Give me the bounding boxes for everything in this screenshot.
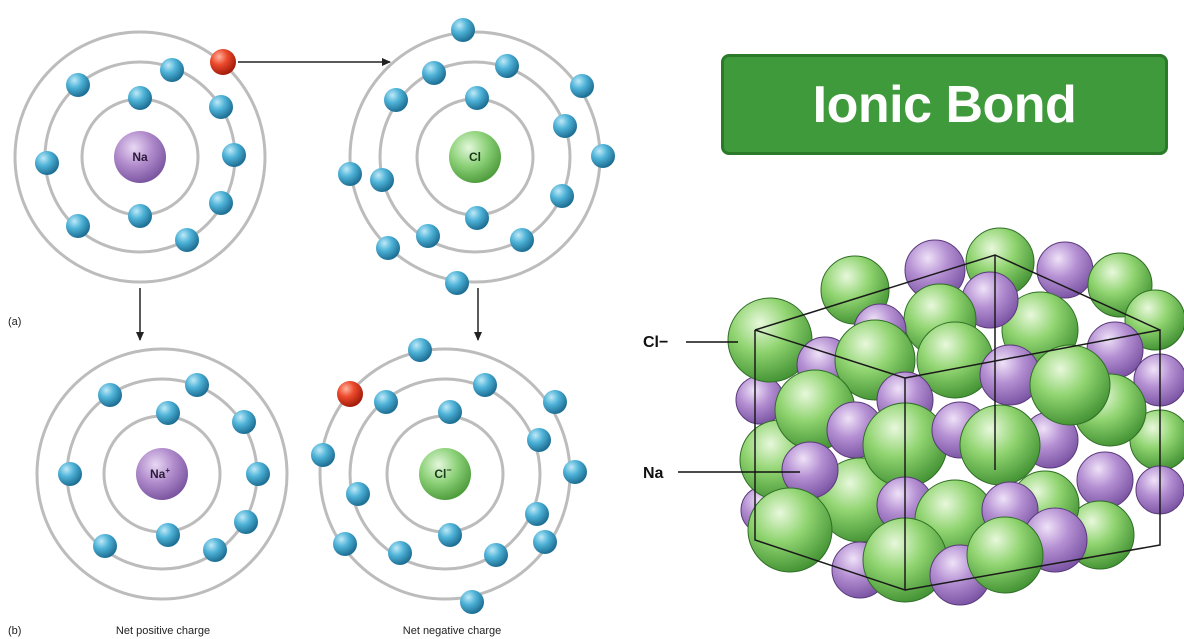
transferred-electron [210, 49, 236, 75]
cl-ion: Cl− [311, 338, 587, 614]
net-negative-caption: Net negative charge [403, 625, 501, 637]
cl-minus-label: Cl− [643, 334, 668, 351]
cl-ion-label: Cl− [434, 465, 451, 481]
net-positive-caption: Net positive charge [116, 625, 210, 637]
panel-b-label: (b) [8, 625, 21, 637]
na-atom-label: Na [132, 150, 148, 164]
cl-atom-label: Cl [469, 150, 481, 164]
na-ion: Na+ [35, 347, 289, 601]
unit-cell-outline [754, 254, 1161, 592]
sodium-ion-nucleus [136, 448, 188, 500]
nacl-lattice [727, 227, 1184, 606]
cl-atom: Cl [338, 18, 615, 295]
lattice-front-layer [727, 297, 1111, 606]
gained-electron [337, 381, 363, 407]
panel-a-label: (a) [8, 316, 21, 328]
lattice-back-layer [735, 227, 1184, 535]
na-ion-electrons [58, 373, 270, 562]
page-title: Ionic Bond [812, 75, 1077, 134]
na-electrons [35, 49, 246, 252]
title-banner: Ionic Bond [721, 54, 1168, 155]
transfer-arrows [136, 58, 482, 341]
chloride-ion-nucleus [419, 448, 471, 500]
lattice-labels: Cl− Na [643, 334, 800, 482]
sodium-nucleus [114, 131, 166, 183]
chlorine-nucleus [449, 131, 501, 183]
cl-electrons [338, 18, 615, 295]
na-atom: Na [13, 30, 267, 284]
cl-ion-electrons [311, 338, 587, 614]
na-label: Na [643, 465, 664, 482]
na-ion-label: Na+ [150, 466, 170, 481]
